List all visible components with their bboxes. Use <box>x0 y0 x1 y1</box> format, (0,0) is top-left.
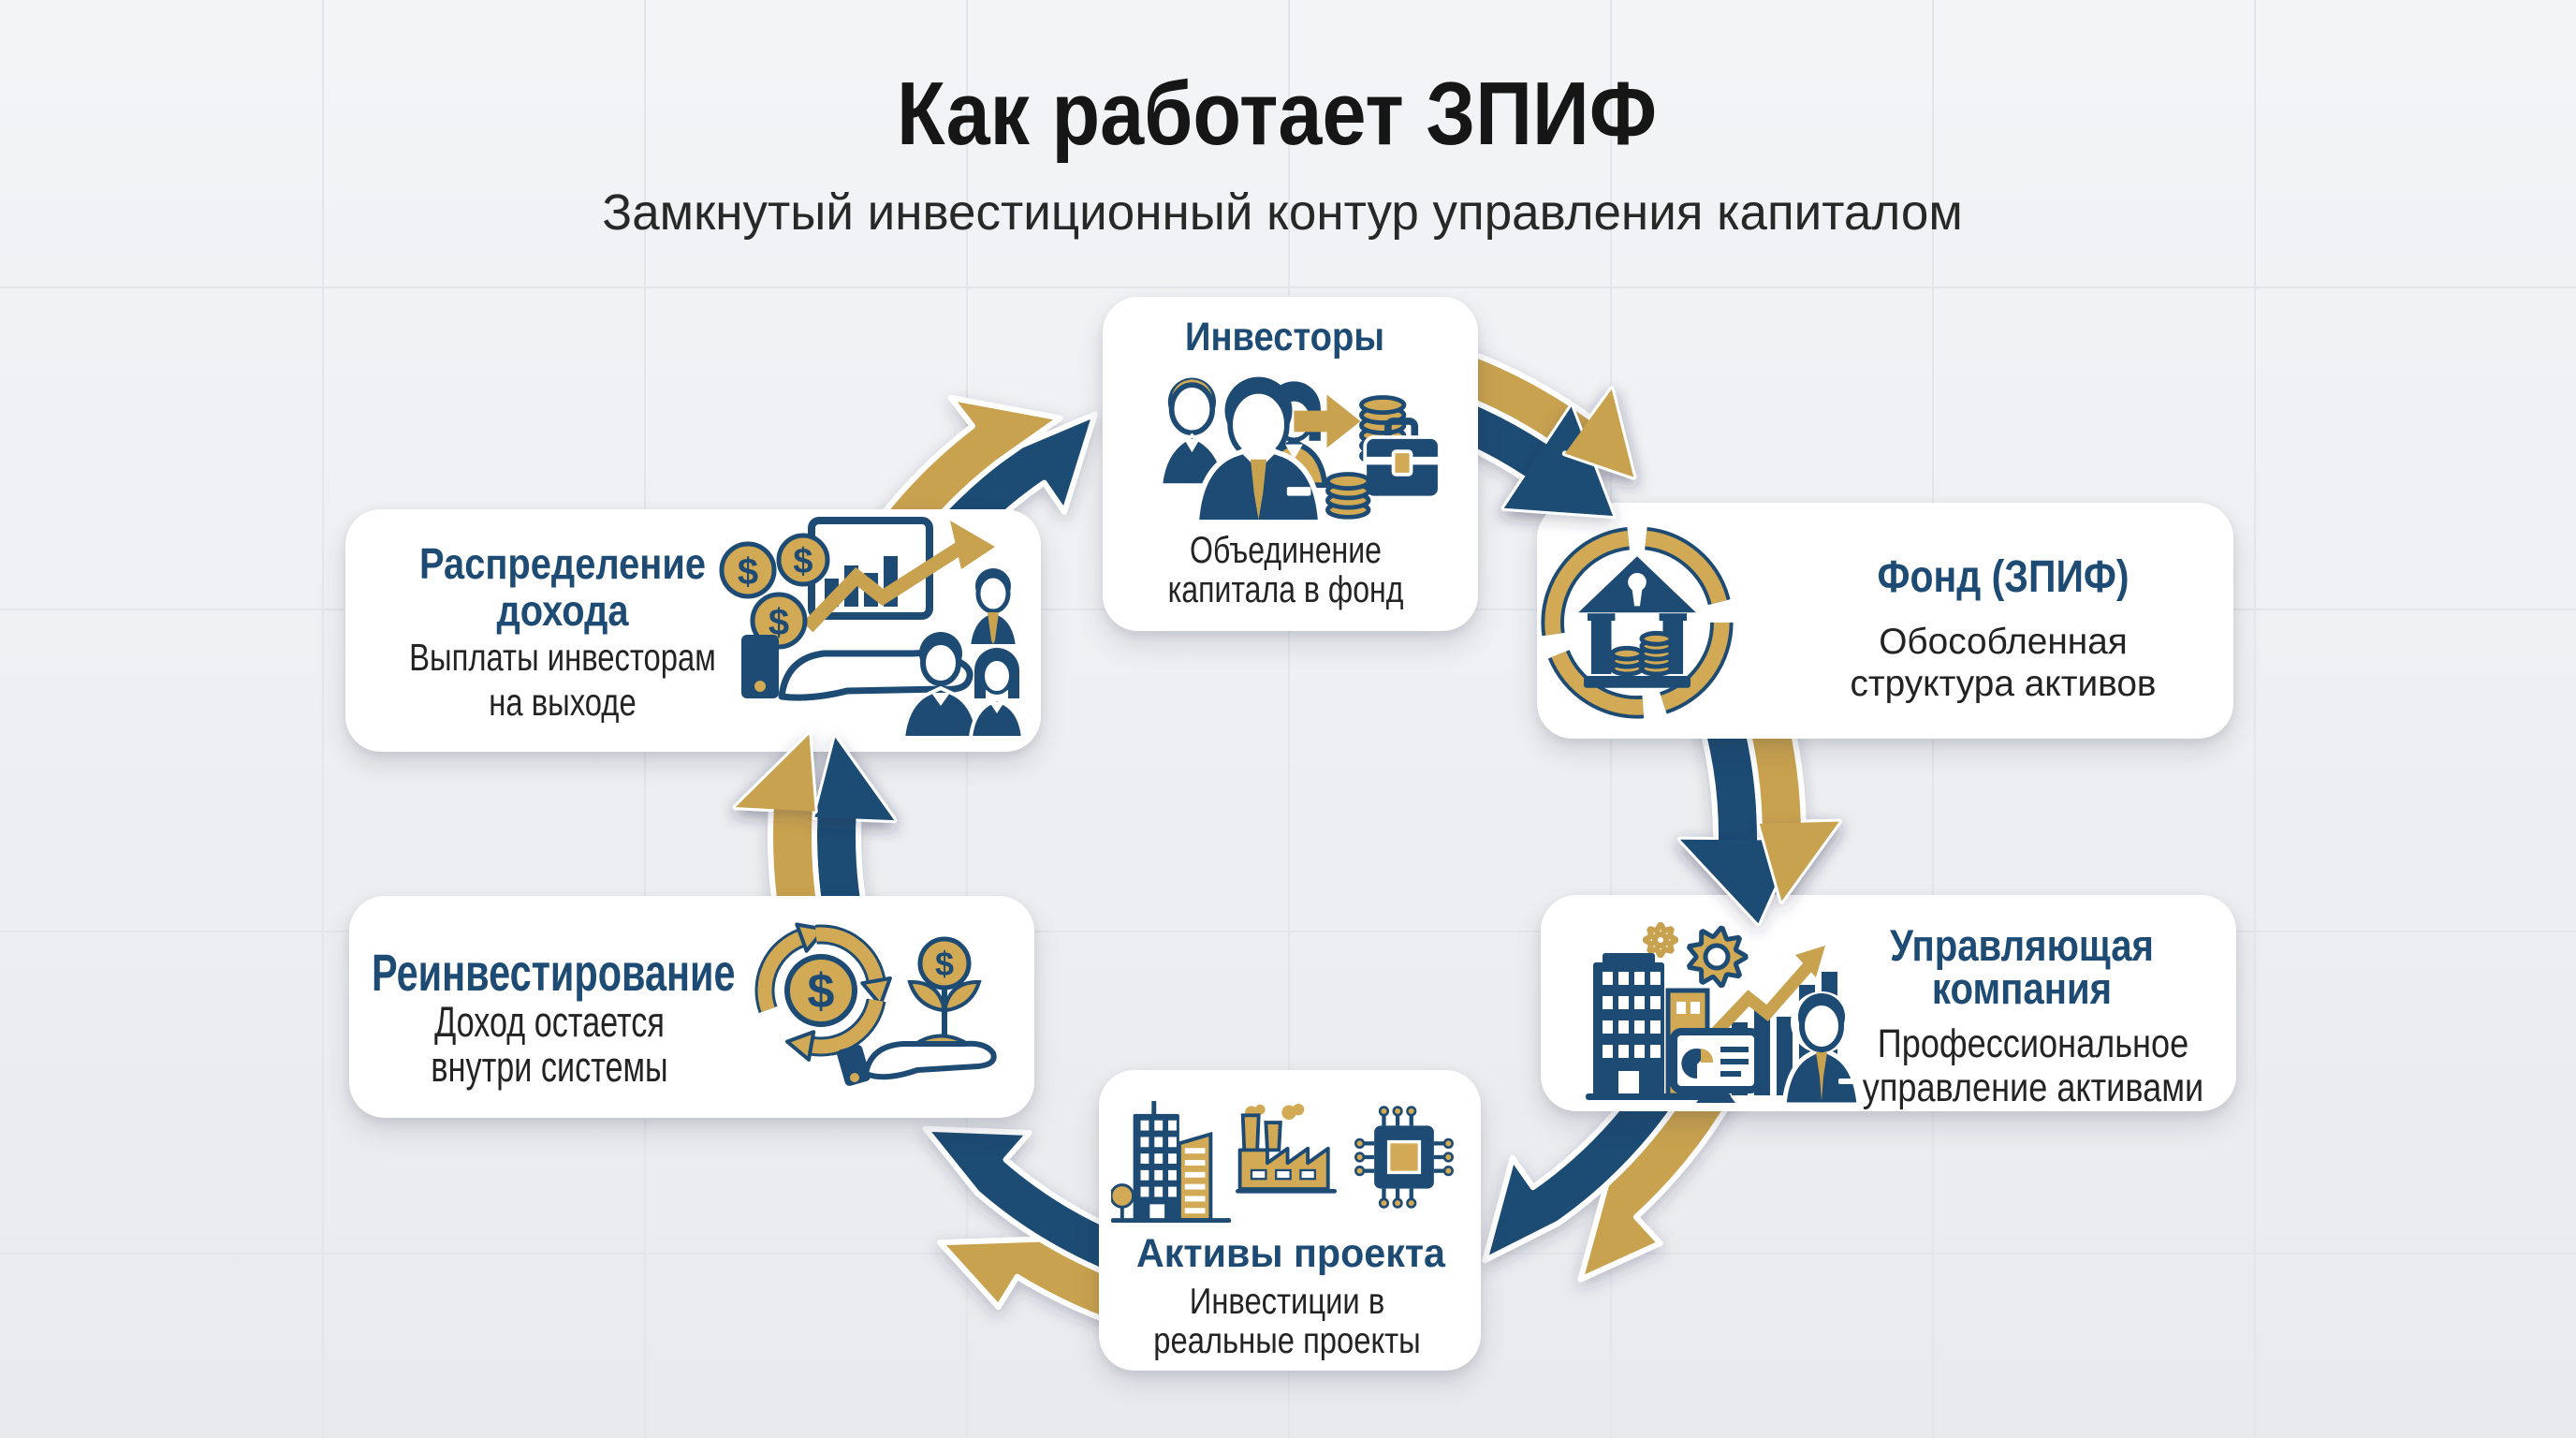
svg-text:$: $ <box>768 602 789 643</box>
svg-text:$: $ <box>738 551 758 593</box>
svg-text:$: $ <box>808 964 835 1019</box>
svg-text:$: $ <box>793 542 812 581</box>
svg-text:$: $ <box>935 945 954 983</box>
